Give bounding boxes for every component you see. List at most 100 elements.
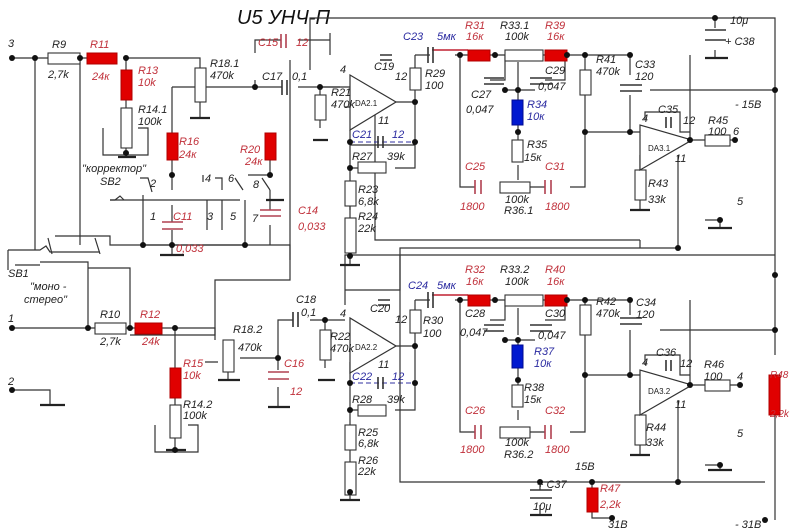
r22-value: 470k <box>330 343 354 355</box>
resistor-r43 <box>634 169 647 201</box>
capacitor-c20 <box>378 299 390 306</box>
switch-pin-label: 1 <box>150 211 156 223</box>
c14-ref: C14 <box>298 205 318 217</box>
capacitor-c14 <box>260 209 281 217</box>
capacitor-c19 <box>380 54 392 61</box>
capacitor-c36 <box>665 360 672 371</box>
capacitor-c18 <box>292 312 299 327</box>
r31-ref: R31 <box>465 20 485 32</box>
r37-value: 10к <box>534 358 552 370</box>
capacitor-c11 <box>162 221 183 230</box>
switch-sb1-caption: "моно - <box>30 281 67 293</box>
c30-ref: C30 <box>545 308 566 320</box>
r26-ref: R26 <box>358 455 379 467</box>
r36-2-value: 100k <box>505 437 529 449</box>
c35-ref: C35 <box>658 104 679 116</box>
r37-ref: R37 <box>534 346 555 358</box>
potentiometer-r14-1 <box>120 107 133 149</box>
r44-ref: R44 <box>646 422 666 434</box>
r33-2-value: 100k <box>505 276 529 288</box>
c16-ref: C16 <box>284 358 305 370</box>
r42-ref: R42 <box>596 296 616 308</box>
r30-ref: R30 <box>423 315 444 327</box>
c11-ref: C11 <box>173 211 192 223</box>
r29-ref: R29 <box>425 68 445 80</box>
resistor-r12 <box>134 322 163 335</box>
c32-value: 1800 <box>545 444 570 456</box>
opamp-da3-2 <box>639 369 694 417</box>
r48-ref: R48 <box>770 370 789 381</box>
opamp-da2-2 <box>349 316 398 375</box>
switch-pin-label: 7 <box>252 213 259 225</box>
capacitor-c33 <box>620 84 642 92</box>
resistor-r21 <box>314 94 327 121</box>
resistor-r11 <box>86 52 118 65</box>
c37-value: 10μ <box>533 501 551 513</box>
r29-value: 100 <box>425 80 444 92</box>
potentiometer-r26 <box>344 461 357 496</box>
terminal-2-label: 2 <box>7 376 14 388</box>
c27-ref: C27 <box>471 89 492 101</box>
r24-ref: R24 <box>358 211 378 223</box>
opamp-da3-1-label: DA3.1 <box>648 144 671 153</box>
potentiometer-r14-2 <box>169 404 182 439</box>
r14-1-value: 100k <box>138 116 162 128</box>
c19-value: 12 <box>395 71 407 83</box>
switch-labels: SB1 "моно - стерео" SB2 "корректор" 2 1 … <box>8 163 260 306</box>
c18-ref: C18 <box>296 294 317 306</box>
c38-ref: + C38 <box>725 36 756 48</box>
r41-value: 470k <box>596 66 620 78</box>
r46-ref: R46 <box>704 359 725 371</box>
opamp-da2-2-label: DA2.2 <box>355 343 378 352</box>
resistor-r25 <box>344 424 357 451</box>
switch-pin-label: 2 <box>149 178 156 190</box>
r40-value: 16к <box>547 276 565 288</box>
c34-value: 120 <box>636 309 655 321</box>
capacitor-c26 <box>474 425 482 439</box>
c28-ref: C28 <box>465 308 486 320</box>
terminal-5-label: 5 <box>737 428 744 440</box>
r13-value: 10k <box>138 77 156 89</box>
resistors <box>47 49 781 513</box>
r33-1-ref: R33.1 <box>500 20 529 32</box>
c25-ref: C25 <box>465 161 486 173</box>
resistor-r39 <box>544 49 568 62</box>
switch-pin-label: 5 <box>230 211 237 223</box>
r33-1-value: 100k <box>505 31 529 43</box>
capacitor-c22 <box>377 377 384 389</box>
c24-value: 5мк <box>437 280 457 292</box>
c23-value: 5мк <box>437 31 457 43</box>
terminal-6-label: 6 <box>733 126 740 138</box>
r15-ref: R15 <box>183 358 204 370</box>
c33-value: 120 <box>635 71 654 83</box>
potentiometer-r33-1 <box>504 49 544 62</box>
capacitor-c28 <box>484 324 504 332</box>
r23-ref: R23 <box>358 184 379 196</box>
r36-2-ref: R36.2 <box>504 449 533 461</box>
capacitor-c27 <box>484 77 504 85</box>
c28-value: 0,047 <box>460 327 488 339</box>
c36-value: 12 <box>680 358 692 370</box>
c29-ref: C29 <box>545 65 565 77</box>
potentiometer-r18-2 <box>222 339 235 373</box>
resistor-r40 <box>544 294 568 307</box>
switch-sb2-caption: "корректор" <box>82 163 147 175</box>
switch-pin-label: 3 <box>207 211 214 223</box>
switch-sb1-caption: стерео" <box>24 294 68 306</box>
r18-1-value: 470k <box>210 70 234 82</box>
c21-value: 12 <box>392 129 404 141</box>
capacitor-c15 <box>280 34 287 48</box>
r35-value: 15к <box>524 152 542 164</box>
pin-label: 4 <box>340 308 346 320</box>
resistor-r9 <box>47 52 81 65</box>
r34-value: 10к <box>527 111 545 123</box>
r43-value: 33k <box>648 194 666 206</box>
r39-ref: R39 <box>545 20 565 32</box>
r27-value: 39k <box>387 151 405 163</box>
resistor-r42 <box>579 304 592 336</box>
resistor-r16 <box>166 132 179 161</box>
r42-value: 470k <box>596 308 620 320</box>
opamp-da2-1-label: DA2.1 <box>355 99 378 108</box>
